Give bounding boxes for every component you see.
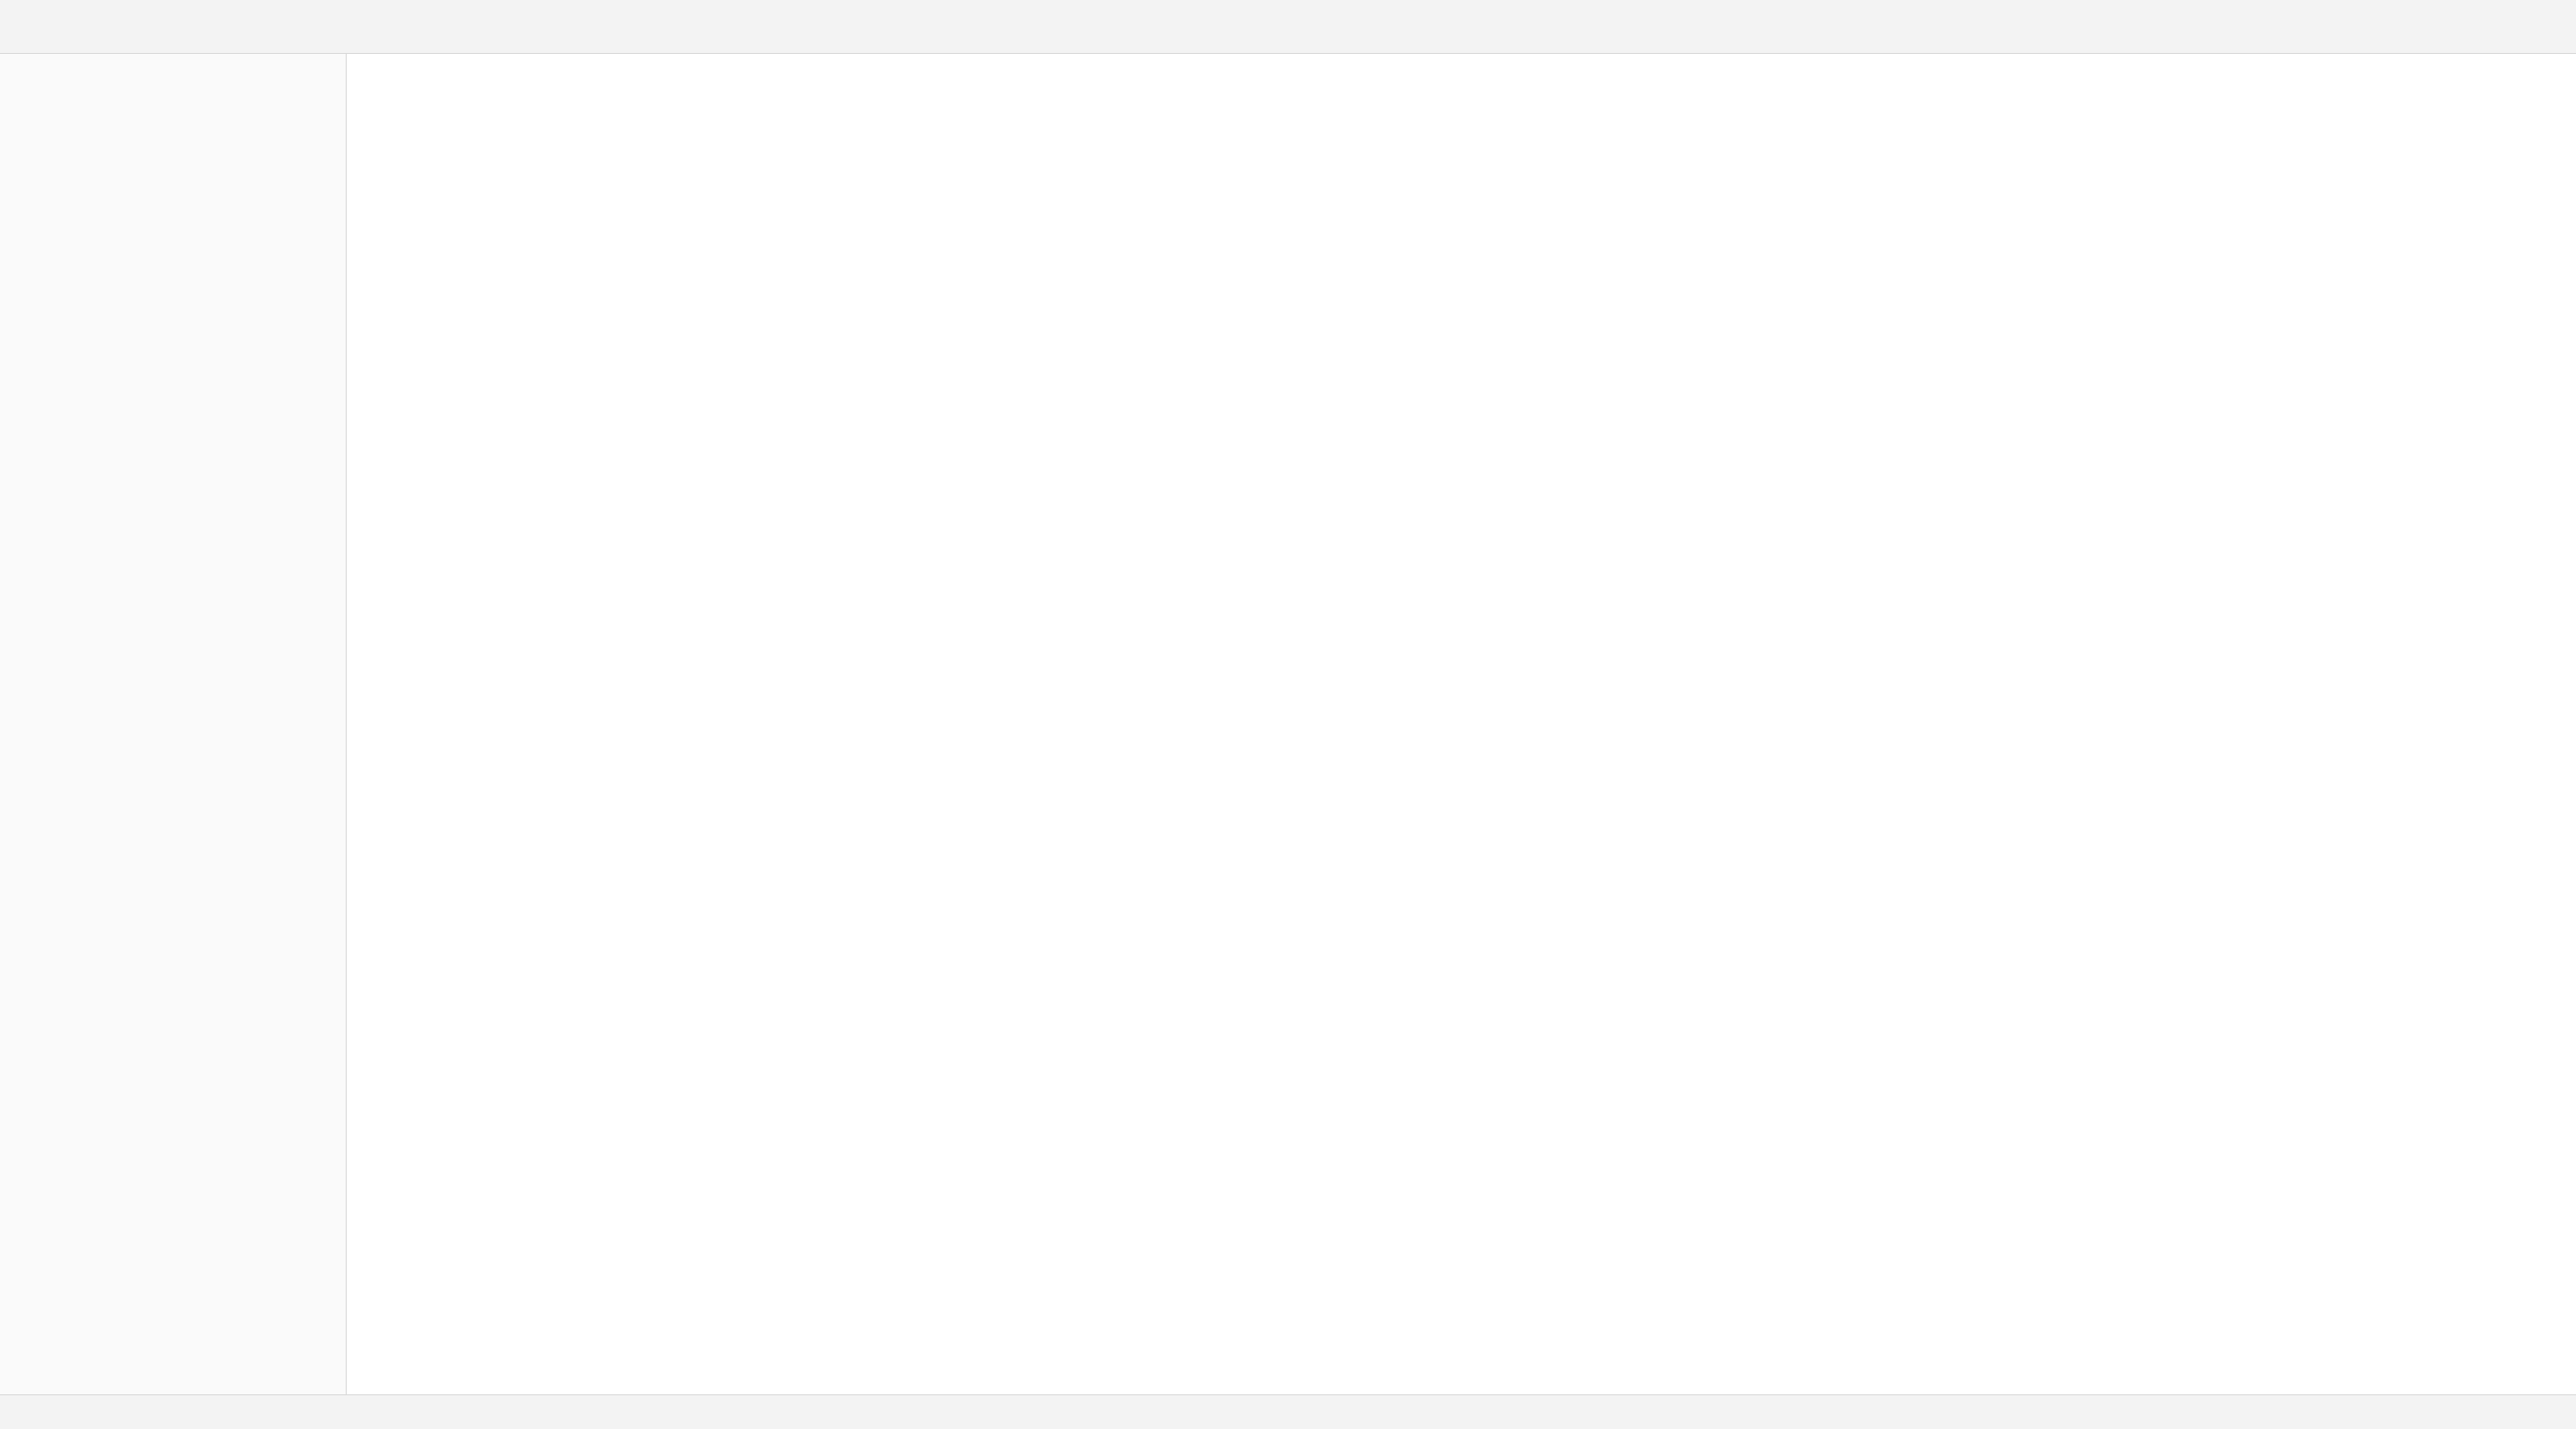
sidebar bbox=[0, 54, 347, 1394]
main-area bbox=[0, 54, 2576, 1394]
status-bar bbox=[0, 1394, 2576, 1429]
content-pane bbox=[347, 54, 2576, 1394]
title-bar bbox=[0, 0, 2576, 54]
